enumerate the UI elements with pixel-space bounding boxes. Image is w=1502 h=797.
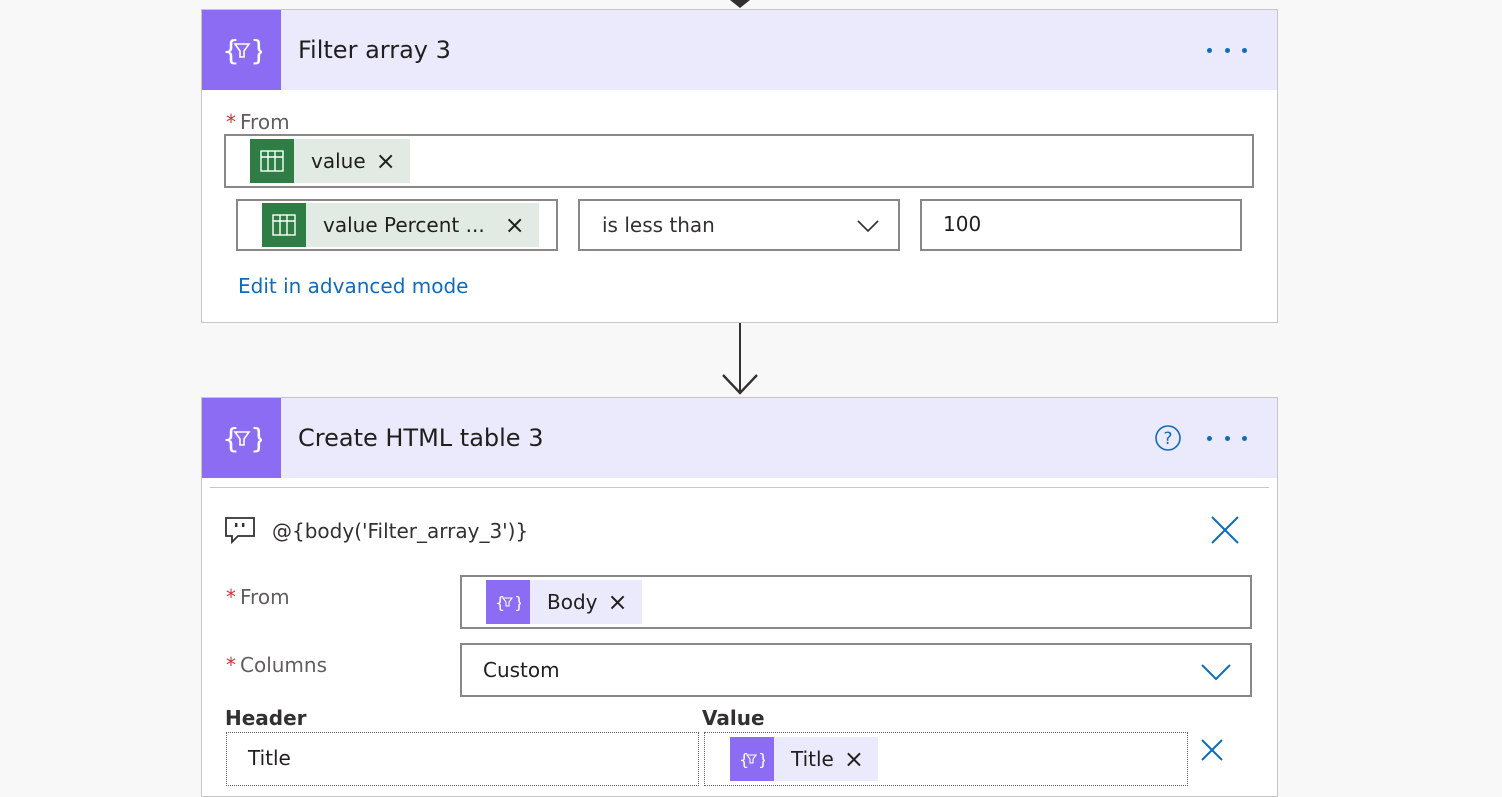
excel-table-icon [250,139,294,183]
value-cell-input[interactable]: { } Title × [704,732,1188,786]
value-percent-token[interactable]: value Percent ... × [262,203,539,247]
filter-array-icon: { } [202,398,281,478]
create-html-table-header[interactable]: { } Create HTML table 3 ? [202,398,1277,478]
token-label: Body [547,590,598,614]
svg-text:}: } [250,422,262,455]
svg-text:?: ? [1163,429,1172,449]
from-label: *From [226,585,290,609]
svg-text:{: { [495,593,505,612]
help-icon[interactable]: ? [1154,424,1182,452]
close-icon[interactable] [1210,515,1240,545]
title-token[interactable]: { } Title × [730,737,878,781]
operator-value: is less than [602,213,715,237]
more-options-icon[interactable] [1207,428,1247,448]
columns-label: *Columns [226,653,328,677]
svg-text:}: } [758,750,765,769]
condition-left-input[interactable]: value Percent ... × [236,199,558,251]
comment-text: @{body('Filter_array_3')} [272,519,529,543]
card-title: Create HTML table 3 [298,424,544,452]
excel-table-icon [262,203,306,247]
svg-text:}: } [514,593,521,612]
edit-advanced-mode-link[interactable]: Edit in advanced mode [238,274,469,298]
body-token[interactable]: { } Body × [486,580,642,624]
from-label: *From [226,110,290,134]
filter-array-icon: { } [730,737,774,781]
arrow-down-icon [730,0,750,8]
columns-dropdown[interactable]: Custom [460,643,1252,697]
svg-text:}: } [250,34,262,67]
value-column-label: Value [702,706,765,730]
header-cell-input[interactable]: Title [226,732,699,786]
card-title: Filter array 3 [298,36,451,64]
svg-text:{: { [222,422,240,455]
svg-text:{: { [739,750,749,769]
condition-right-value: 100 [943,212,982,236]
from-input[interactable]: { } Body × [460,575,1252,629]
condition-right-input[interactable]: 100 [920,199,1242,251]
remove-icon[interactable]: × [504,211,525,239]
divider [210,487,1269,488]
operator-dropdown[interactable]: is less than [578,199,900,251]
remove-icon[interactable]: × [843,745,864,773]
remove-row-icon[interactable] [1200,738,1224,762]
filter-array-icon: { } [486,580,530,624]
token-label: value Percent ... [323,213,485,237]
filter-array-card: { } Filter array 3 *From value × value P… [201,9,1278,323]
svg-text:{: { [222,34,240,67]
from-input[interactable]: value × [224,134,1254,188]
remove-icon[interactable]: × [607,588,628,616]
header-cell-value: Title [248,746,291,770]
chevron-down-icon [1201,664,1231,681]
filter-array-icon: { } [202,10,281,90]
filter-array-header[interactable]: { } Filter array 3 [202,10,1277,90]
create-html-table-card: { } Create HTML table 3 ? @{body('Filter… [201,397,1278,797]
chevron-down-icon [857,220,879,233]
more-options-icon[interactable] [1207,40,1247,60]
comment-icon[interactable] [224,516,256,546]
columns-value: Custom [483,658,560,682]
token-label: value [311,149,366,173]
value-token[interactable]: value × [250,139,410,183]
arrow-down-icon [722,323,758,395]
remove-icon[interactable]: × [375,147,396,175]
token-label: Title [791,747,834,771]
header-column-label: Header [225,706,307,730]
